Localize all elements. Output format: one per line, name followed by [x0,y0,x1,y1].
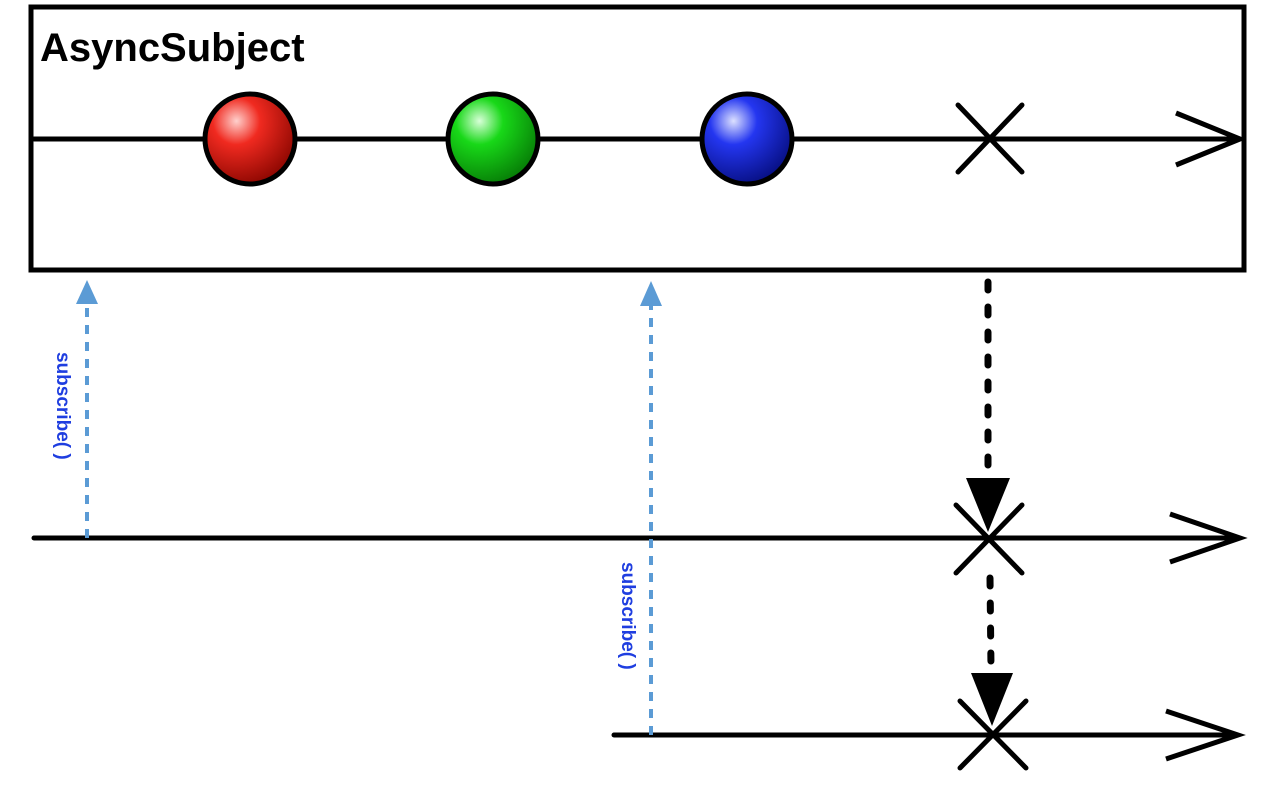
completion-dotted-line-2 [986,574,995,672]
blue-marble [699,91,795,187]
x-mark-icon [953,502,1025,576]
completion-arrowhead-1 [966,478,1010,532]
green-marble [445,91,541,187]
open-arrowhead-icon [1165,708,1246,762]
subscribe-2-label: subscribe( ) [617,562,638,670]
open-arrowhead-icon [1175,110,1247,168]
subscriber-1: subscribe( ) [31,280,1248,576]
red-marble [202,91,298,187]
subject-box: AsyncSubject [28,4,1247,273]
x-mark-icon [957,698,1029,771]
completion-arrowhead-2 [971,673,1013,726]
subscribe-2-arrowhead [640,281,662,306]
completion-propagation [966,278,1013,726]
diagram-title: AsyncSubject [40,26,305,70]
open-arrowhead-icon [1169,511,1248,565]
subscriber-2: subscribe( ) [611,281,1246,771]
subscribe-1-arrowhead [76,280,98,304]
subscribe-1-label: subscribe( ) [52,352,73,460]
x-mark-icon [955,102,1025,175]
